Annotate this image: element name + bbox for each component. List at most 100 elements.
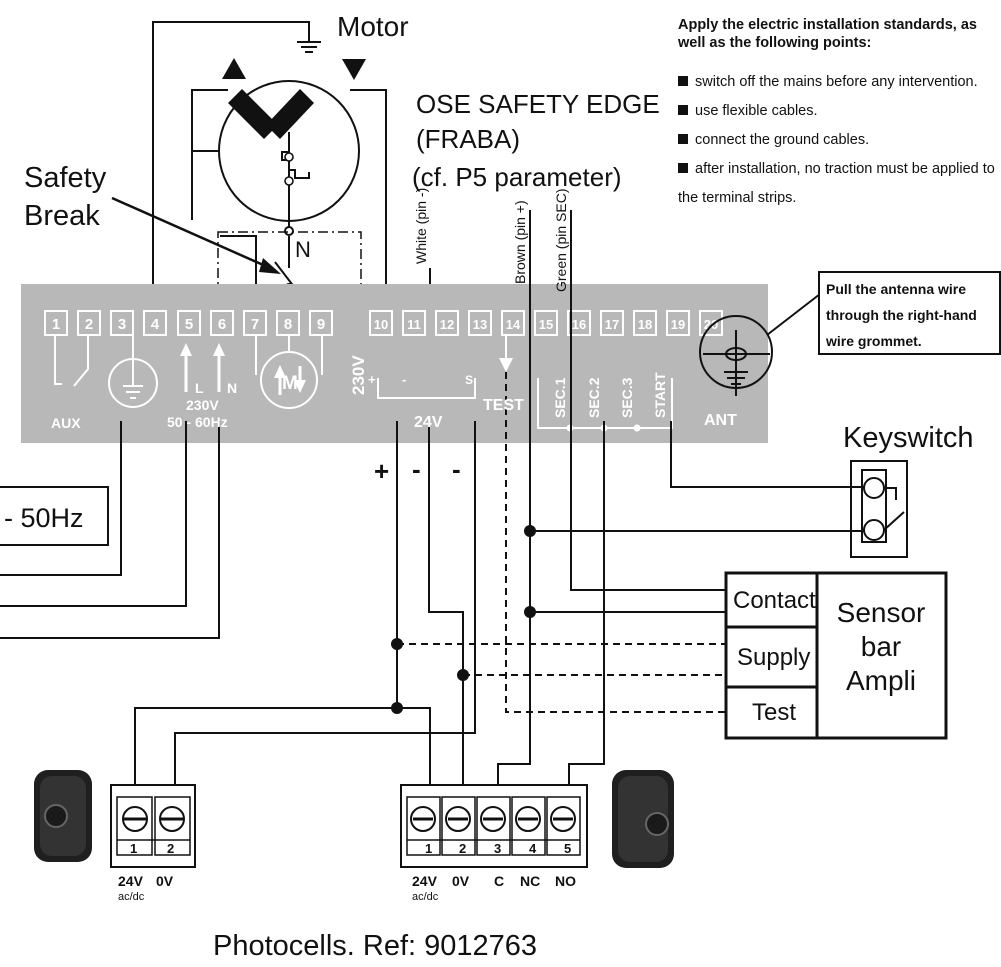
terminal-number: 2 [85,316,93,333]
motor-voltage-label: 230V [349,355,368,395]
photocell-terminal-right [400,784,588,868]
sensor-title-2: bar [861,631,901,662]
keyswitch [850,460,908,558]
right-term-5: 5 [564,841,571,856]
motor-n-label: N [295,237,311,262]
antenna-note: Pull the antenna wire through the right-… [818,271,1001,355]
right-term-3: 3 [494,841,501,856]
terminal-number: 10 [374,317,388,332]
panel-symbols [54,335,673,429]
note-text: switch off the mains before any interven… [695,74,978,90]
terminal-number: 7 [251,316,259,333]
photocell-device-left [34,770,92,862]
terminal-number: 17 [605,317,619,332]
sensor-supply-label: Supply [737,644,810,671]
photocell-terminal-left [110,784,196,868]
photocells-ref-label: Photocells. Ref: 9012763 [213,930,537,962]
sensor-contact-label: Contact [733,587,816,614]
terminal-number: 8 [284,316,292,333]
right-label-0v: 0V [452,873,470,889]
white-wire-label: White (pin -) [413,188,429,264]
mains-label: - 50Hz [4,503,84,533]
terminal-number: 11 [407,317,421,332]
antenna-pointer [766,293,821,336]
right-label-24v: 24V [412,873,438,889]
terminal-box [110,310,134,336]
left-sub-label: ac/dc [118,891,145,903]
right-label-c: C [494,873,504,889]
junction-dots [391,525,536,714]
terminal-box [534,310,558,336]
keyswitch-label: Keyswitch [843,422,974,454]
right-label-nc: NC [520,873,540,889]
note-text: after installation, no traction must be … [678,161,995,206]
safety-break-arrow [111,196,281,274]
freq-label: 50 - 60Hz [167,414,228,430]
up-arrow-icon [222,58,246,79]
sensor-title-3: Ampli [846,665,916,696]
terminal-number: 15 [539,317,553,332]
green-wire-label: Green (pin SEC) [553,189,569,292]
terminal-box [666,310,690,336]
voltage-label: 230V [186,397,219,413]
terminal-box [600,310,624,336]
sec1-label: SEC.1 [552,377,568,418]
bullet-square-icon [678,76,688,86]
aux-label: AUX [51,415,81,431]
terminal-box [402,310,426,336]
right-label-no: NO [555,873,576,889]
terminal-number: 16 [572,317,586,332]
safety-edge-title: OSE SAFETY EDGE [416,89,660,119]
safety-break-label-1: Safety [24,162,107,194]
terminal-box [468,310,492,336]
safety-edge-param: (cf. P5 parameter) [412,162,622,192]
motor-m-label: M [282,373,298,394]
dashed-wires [397,372,726,713]
motor-windings [222,58,366,186]
s-label: S [465,373,473,387]
dc-label: 24V [414,414,443,431]
left-label-24v: 24V [118,873,144,889]
terminal-number: 5 [185,316,193,333]
right-term-2: 2 [459,841,466,856]
note-text: use flexible cables. [695,103,818,119]
l-label: L [195,380,204,396]
note-item: switch off the mains before any interven… [678,68,996,97]
safety-edge-brand: (FRABA) [416,124,520,154]
terminal-number: 1 [52,316,60,333]
terminal-number: 19 [671,317,685,332]
terminal-number: 4 [151,316,160,333]
sec3-label: SEC.3 [619,377,635,418]
terminal-box [567,310,591,336]
installation-notes: Apply the electric installation standard… [678,16,996,213]
sensor-test-label: Test [752,699,796,726]
terminal-number: 13 [473,317,487,332]
plus-sign: + [368,372,376,387]
bullet-square-icon [678,163,688,173]
bullet-square-icon [678,105,688,115]
terminal-box [369,310,393,336]
terminal-box [699,310,723,336]
motor-label: Motor [337,11,409,42]
bullet-square-icon [678,134,688,144]
terminal-box [177,310,201,336]
left-label-0v: 0V [156,873,174,889]
note-item: after installation, no traction must be … [678,155,996,213]
right-sub-label: ac/dc [412,891,439,903]
antenna-symbol [699,315,773,396]
terminal-number: 9 [317,316,325,333]
terminal-number: 20 [704,317,718,332]
right-term-1: 1 [425,841,432,856]
n-label: N [227,380,237,396]
terminal-box [633,310,657,336]
polarity-minus-1: - [412,454,421,484]
note-item: use flexible cables. [678,97,996,126]
start-label: START [652,372,668,418]
sec2-label: SEC.2 [586,377,602,418]
sensor-bar [724,571,948,740]
minus-sign: - [402,372,406,387]
terminal-number: 14 [506,317,521,332]
terminal-number: 6 [218,316,226,333]
mains-box [0,486,109,546]
